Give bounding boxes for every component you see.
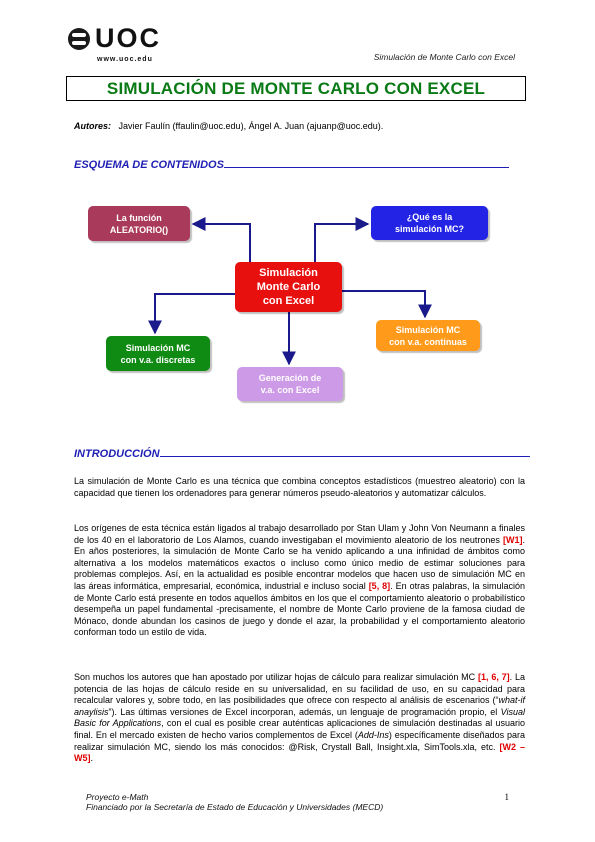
authors-line: Autores: Javier Faulín (ffaulin@uoc.edu)… [74, 121, 383, 131]
reference: [1, 6, 7] [477, 672, 510, 682]
arrow-to-aleatorio [191, 217, 251, 262]
authors-names: Javier Faulín (ffaulin@uoc.edu), Ángel A… [118, 121, 384, 131]
text-run: , con el cual es posible crear auténtica… [74, 718, 525, 740]
node-va-continuas: Simulación MC con v.a. continuas [376, 320, 480, 351]
intro-paragraph-3: Son muchos los autores que han apostado … [74, 672, 525, 765]
section-rule [223, 156, 509, 168]
text-run: . [90, 753, 94, 764]
text-run: ”). Las últimas versiones de Excel incor… [108, 706, 501, 717]
document-title: SIMULACIÓN DE MONTE CARLO CON EXCEL [66, 76, 526, 101]
node-simulacion-monte-carlo: Simulación Monte Carlo con Excel [235, 262, 342, 312]
uoc-logo-icon [68, 28, 90, 50]
reference: [W1] [502, 534, 523, 545]
logo-url: www.uoc.edu [97, 56, 153, 63]
intro-paragraph-2: Los orígenes de esta técnica están ligad… [74, 523, 525, 639]
footer-project: Proyecto e-Math [86, 792, 149, 802]
intro-paragraph-1: La simulación de Monte Carlo es una técn… [74, 476, 525, 498]
text-run: Son muchos los autores que han apostado … [74, 672, 478, 682]
section-heading-contents: ESQUEMA DE CONTENIDOS [74, 156, 509, 171]
logo-text: UOC [95, 23, 161, 53]
reference: [W2 – W5] [74, 741, 525, 764]
node-va-discretas: Simulación MC con v.a. discretas [106, 336, 210, 371]
section-heading-contents-text: ESQUEMA DE CONTENIDOS [74, 159, 224, 171]
italic-run: Visual Basic for Applications [74, 706, 525, 729]
authors-label: Autores: [74, 121, 112, 131]
running-title: Simulación de Monte Carlo con Excel [373, 52, 515, 62]
page-number: 1 [504, 792, 510, 802]
arrow-to-continuas [342, 290, 432, 319]
reference: [5, 8] [368, 580, 391, 591]
text-run: . En otras palabras, la simulación de Mo… [74, 580, 525, 638]
arrow-to-discretas [148, 293, 235, 335]
italic-run: Add-Ins [357, 729, 389, 740]
text-run: . En años posteriores, la simulación de … [74, 534, 525, 591]
node-generacion-va: Generación de v.a. con Excel [237, 367, 343, 401]
text-run: ) específicamente diseñados para realiza… [74, 729, 525, 752]
section-rule [159, 445, 530, 457]
text-run: Los orígenes de esta técnica están ligad… [74, 523, 525, 545]
footer-funding: Financiado por la Secretaría de Estado d… [86, 802, 384, 812]
italic-run: what-if anaylisis [74, 695, 525, 717]
arrow-to-que-es [314, 217, 370, 262]
node-funcion-aleatorio: La función ALEATORIO() [88, 206, 190, 241]
section-heading-intro: INTRODUCCIÓN [74, 445, 530, 460]
text-run: . La potencia de las hojas de cálculo re… [74, 672, 525, 706]
node-que-es-simulacion: ¿Qué es la simulación MC? [371, 206, 488, 240]
section-heading-intro-text: INTRODUCCIÓN [74, 448, 160, 460]
